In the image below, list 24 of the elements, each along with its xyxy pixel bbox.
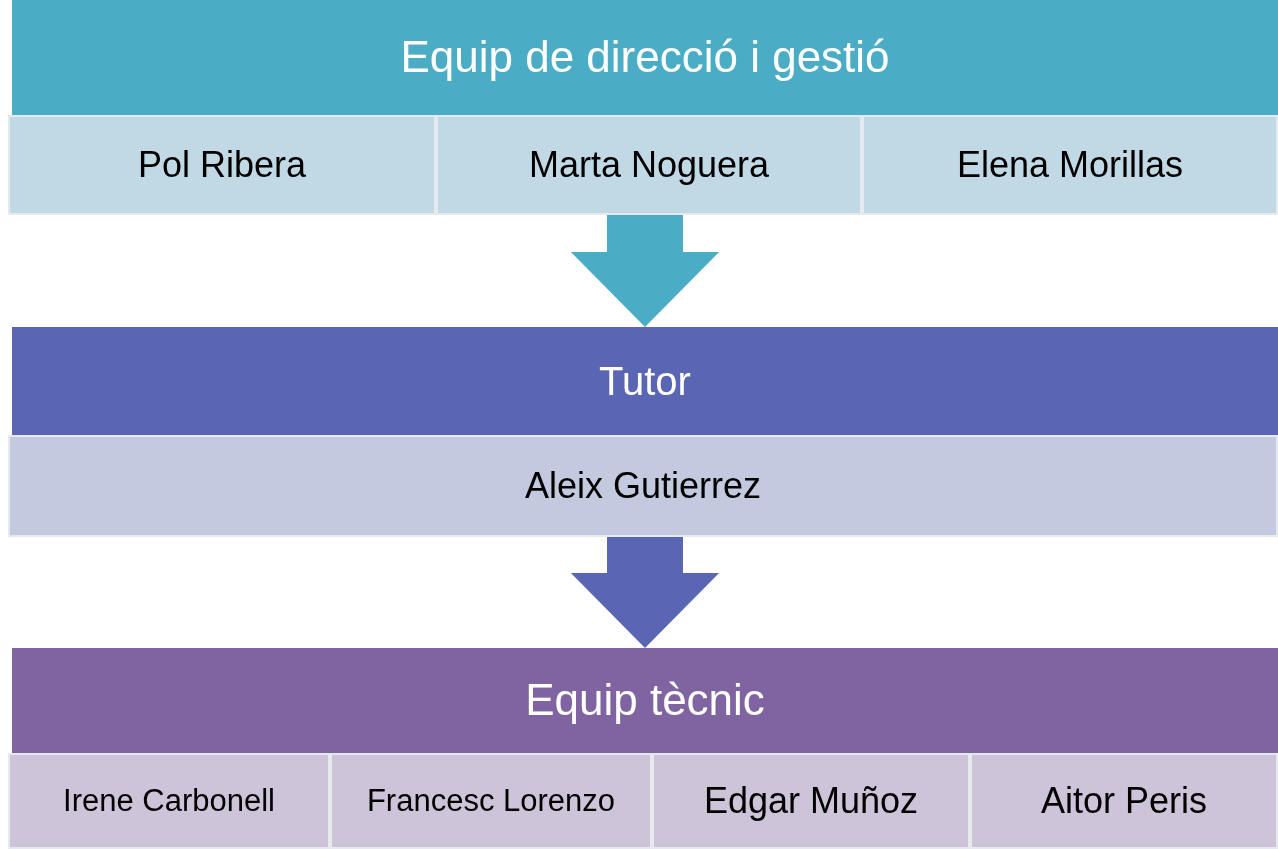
name-cell <box>436 115 862 215</box>
person-name: Aitor Peris <box>1040 780 1207 822</box>
name-cell <box>330 753 652 849</box>
header-band <box>12 648 1278 753</box>
name-cell <box>652 753 970 849</box>
name-cell <box>8 115 436 215</box>
person-name: Elena Morillas <box>956 144 1184 186</box>
group-title: Tutor <box>599 358 691 404</box>
block-arrow <box>570 537 720 648</box>
person-name: Francesc Lorenzo <box>366 783 616 819</box>
block-arrow <box>570 215 720 327</box>
person-name: Pol Ribera <box>137 144 307 186</box>
group-title: Equip tècnic <box>525 675 765 726</box>
group-title: Equip de direcció i gestió <box>400 32 890 83</box>
person-name: Aleix Gutierrez <box>524 465 762 507</box>
person-name: Irene Carbonell <box>63 783 275 819</box>
header-band <box>12 327 1278 435</box>
person-name: Marta Noguera <box>528 144 770 186</box>
header-band <box>12 0 1278 115</box>
name-cell <box>8 435 1278 537</box>
name-cell <box>862 115 1278 215</box>
person-name: Edgar Muñoz <box>703 780 919 822</box>
name-cell <box>8 753 330 849</box>
name-cell <box>970 753 1278 849</box>
